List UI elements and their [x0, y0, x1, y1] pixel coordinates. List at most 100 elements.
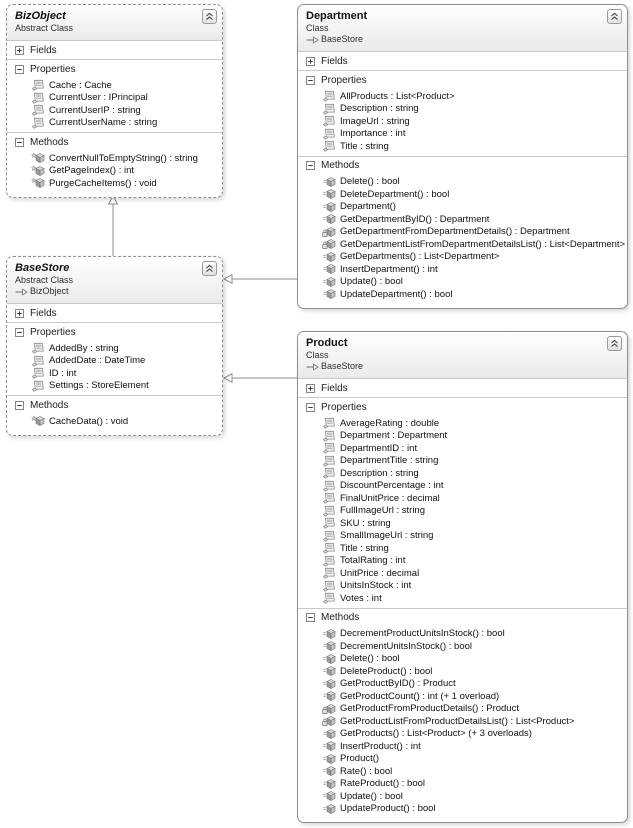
member-row[interactable]: AverageRating : double: [298, 417, 627, 430]
member-row[interactable]: UnitsInStock : int: [298, 580, 627, 593]
member-label: UpdateDepartment() : bool: [340, 288, 453, 300]
member-list: CacheData() : void: [7, 414, 222, 431]
member-row[interactable]: Product(): [298, 753, 627, 766]
method-icon: [322, 803, 336, 815]
minus-expander-icon[interactable]: [306, 75, 315, 85]
member-row[interactable]: CurrentUserIP : string: [7, 104, 222, 117]
inheritance-connector-department-basestore[interactable]: [222, 273, 297, 285]
inheritance-connector-basestore-bizobject[interactable]: [107, 194, 119, 257]
member-row[interactable]: GetPageIndex() : int: [7, 164, 222, 178]
member-row[interactable]: CurrentUserName : string: [7, 117, 222, 130]
plus-expander-icon[interactable]: [15, 308, 24, 318]
member-row[interactable]: AllProducts : List<Product>: [298, 90, 627, 103]
member-row[interactable]: AddedBy : string: [7, 342, 222, 355]
member-row[interactable]: ImageUrl : string: [298, 115, 627, 128]
member-row[interactable]: GetDepartments() : List<Department>: [298, 251, 627, 264]
minus-expander-icon[interactable]: [306, 613, 315, 622]
member-row[interactable]: GetDepartmentListFromDepartmentDetailsLi…: [298, 238, 627, 251]
minus-expander-icon[interactable]: [15, 137, 24, 147]
collapse-button[interactable]: [202, 261, 217, 276]
member-row[interactable]: InsertProduct() : int: [298, 740, 627, 753]
member-row[interactable]: GetProductCount() : int (+ 1 overload): [298, 690, 627, 703]
member-row[interactable]: DiscountPercentage : int: [298, 480, 627, 493]
member-row[interactable]: CurrentUser : IPrincipal: [7, 92, 222, 105]
member-row[interactable]: ConvertNullToEmptyString() : string: [7, 152, 222, 165]
minus-expander-icon[interactable]: [15, 400, 24, 410]
member-row[interactable]: DeleteDepartment() : bool: [298, 188, 627, 201]
member-row[interactable]: Update() : bool: [298, 276, 627, 289]
member-label: GetDepartmentListFromDepartmentDetailsLi…: [340, 238, 626, 250]
member-row[interactable]: GetProducts() : List<Product> (+ 3 overl…: [298, 728, 627, 741]
member-label: Description : string: [340, 103, 419, 115]
member-row[interactable]: SmallImageUrl : string: [298, 530, 627, 543]
member-row[interactable]: Settings : StoreElement: [7, 380, 222, 393]
minus-expander-icon[interactable]: [15, 64, 24, 74]
base-class-name: BizObject: [30, 286, 69, 296]
member-row[interactable]: Description : string: [298, 467, 627, 480]
member-row[interactable]: DecrementUnitsInStock() : bool: [298, 640, 627, 653]
member-row[interactable]: Cache : Cache: [7, 79, 222, 92]
member-row[interactable]: Delete() : bool: [298, 653, 627, 666]
member-row[interactable]: InsertDepartment() : int: [298, 263, 627, 276]
member-label: GetProductListFromProductDetailsList() :…: [340, 715, 575, 727]
member-row[interactable]: TotalRating : int: [298, 555, 627, 568]
plus-expander-icon[interactable]: [15, 45, 24, 55]
member-label: AddedBy : string: [49, 342, 119, 354]
member-row[interactable]: AddedDate : DateTime: [7, 355, 222, 368]
member-row[interactable]: RateProduct() : bool: [298, 778, 627, 791]
member-row[interactable]: Importance : int: [298, 128, 627, 141]
member-row[interactable]: DeleteProduct() : bool: [298, 665, 627, 678]
member-row[interactable]: Department : Department: [298, 430, 627, 443]
plus-expander-icon[interactable]: [306, 383, 315, 393]
member-row[interactable]: Department(): [298, 201, 627, 214]
minus-expander-icon[interactable]: [15, 327, 24, 337]
member-row[interactable]: GetProductByID() : Product: [298, 678, 627, 691]
member-row[interactable]: UpdateDepartment() : bool: [298, 288, 627, 301]
member-row[interactable]: GetDepartmentByID() : Department: [298, 213, 627, 226]
member-row[interactable]: CacheData() : void: [7, 415, 222, 428]
member-label: AverageRating : double: [340, 417, 440, 429]
member-row[interactable]: Title : string: [298, 542, 627, 555]
minus-expander-icon[interactable]: [306, 402, 315, 412]
plus-expander-icon[interactable]: [306, 56, 315, 66]
method-icon: [322, 678, 336, 690]
compartment-header: Methods: [298, 155, 627, 175]
member-row[interactable]: PurgeCacheItems() : void: [7, 177, 222, 190]
method-protected-icon: [31, 152, 45, 164]
compartment-label: Methods: [30, 136, 69, 148]
member-row[interactable]: DepartmentID : int: [298, 442, 627, 455]
collapse-button[interactable]: [607, 336, 622, 351]
member-row[interactable]: DecrementProductUnitsInStock() : bool: [298, 628, 627, 641]
member-row[interactable]: Delete() : bool: [298, 176, 627, 189]
member-row[interactable]: SKU : string: [298, 517, 627, 530]
method-icon: [322, 263, 336, 275]
minus-expander-icon[interactable]: [306, 161, 315, 170]
member-row[interactable]: Description : string: [298, 103, 627, 116]
member-row[interactable]: FinalUnitPrice : decimal: [298, 492, 627, 505]
member-row[interactable]: GetProductFromProductDetails() : Product: [298, 703, 627, 716]
member-row[interactable]: Rate() : bool: [298, 765, 627, 778]
member-row[interactable]: ID : int: [7, 367, 222, 380]
inheritance-connector-product-basestore[interactable]: [222, 372, 297, 384]
member-row[interactable]: GetProductListFromProductDetailsList() :…: [298, 715, 627, 728]
member-row[interactable]: UpdateProduct() : bool: [298, 803, 627, 816]
member-row[interactable]: FullImageUrl : string: [298, 505, 627, 518]
collapse-button[interactable]: [202, 9, 217, 24]
member-row[interactable]: Votes : int: [298, 592, 627, 605]
member-row[interactable]: GetDepartmentFromDepartmentDetails() : D…: [298, 226, 627, 239]
member-row[interactable]: Update() : bool: [298, 790, 627, 803]
collapse-button[interactable]: [607, 9, 622, 24]
member-row[interactable]: DepartmentTitle : string: [298, 455, 627, 468]
member-row[interactable]: UnitPrice : decimal: [298, 567, 627, 580]
member-row[interactable]: Title : string: [298, 140, 627, 153]
